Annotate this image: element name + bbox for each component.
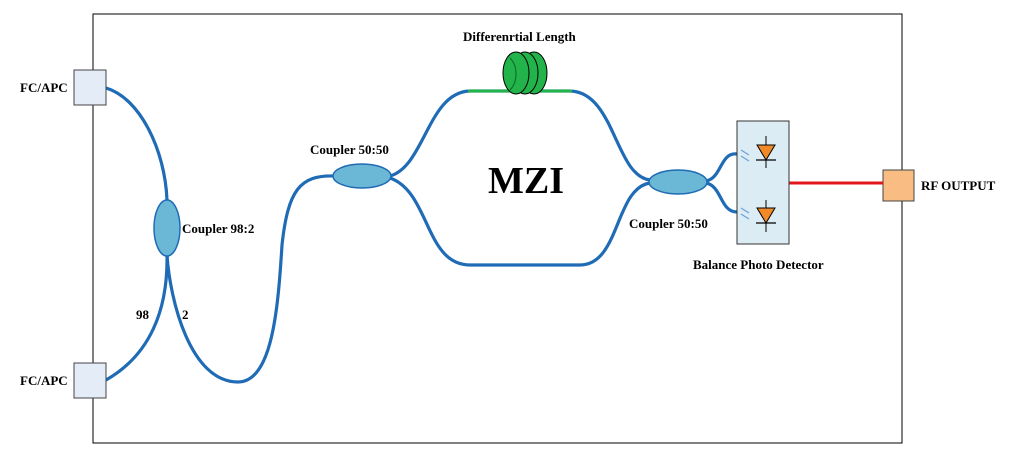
balance-photo-detector	[736, 120, 790, 245]
photodiode-bottom-icon	[740, 200, 776, 232]
label-mzi: MZI	[488, 160, 564, 202]
label-coupler-98-2: Coupler 98:2	[182, 221, 254, 236]
label-port-bottom: FC/APC	[20, 373, 68, 388]
label-split-2: 2	[182, 307, 189, 322]
coupler-98-2	[153, 199, 181, 257]
label-balance-photo-detector: Balance Photo Detector	[693, 257, 824, 272]
fiber-mzi-lower-arm	[388, 176, 652, 267]
label-coupler-input: Coupler 50:50	[310, 142, 389, 157]
fiber-to-pd-top	[704, 152, 739, 183]
label-rf-output: RF OUTPUT	[921, 178, 996, 193]
fiber-top-port-to-coupler	[104, 86, 169, 202]
label-differential-length: Differenrtial Length	[463, 29, 577, 44]
fc-apc-port-bottom	[73, 362, 107, 399]
fiber-to-pd-bottom	[704, 181, 739, 214]
fc-apc-port-top	[73, 69, 107, 106]
label-coupler-output: Coupler 50:50	[629, 216, 708, 231]
label-split-98: 98	[136, 307, 150, 322]
coupler-50-50-output	[648, 169, 708, 195]
fiber-coupler-to-50-50	[165, 174, 336, 384]
photodiode-top-icon	[740, 136, 776, 168]
label-port-top: FC/APC	[20, 80, 68, 95]
fiber-network	[104, 86, 739, 384]
rf-output-port	[882, 169, 915, 202]
fiber-bottom-port-to-coupler	[104, 253, 169, 382]
fiber-spool-icon	[502, 51, 548, 95]
coupler-50-50-input	[332, 163, 392, 189]
